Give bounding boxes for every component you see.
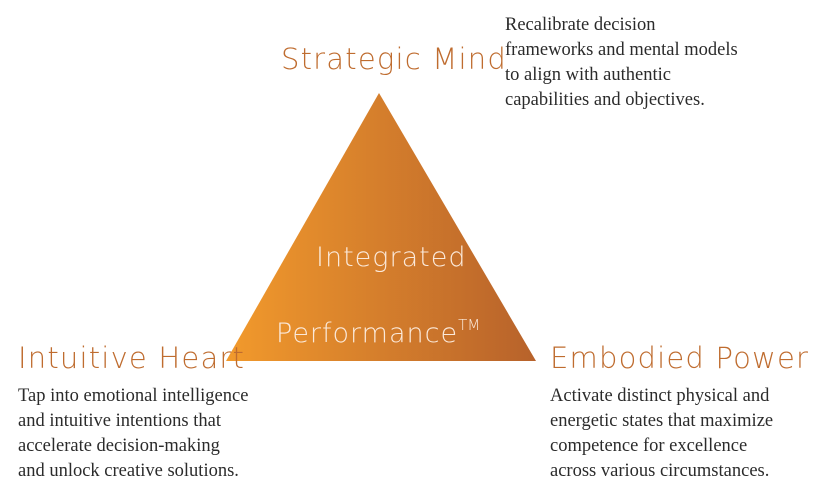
triangle-label-integrated: Integrated	[316, 242, 467, 273]
description-line: energetic states that maximize	[550, 411, 774, 431]
integrated-performance-triangle	[226, 93, 536, 361]
description-line: and intuitive intentions that	[18, 411, 221, 431]
description-line: and unlock creative solutions.	[18, 461, 239, 481]
trademark-mark: TM	[458, 316, 481, 334]
description-line: frameworks and mental models	[505, 40, 738, 60]
description-line: to align with authentic	[505, 65, 671, 85]
heading-strategic-mind: Strategic Mind	[281, 42, 507, 76]
description-line: accelerate decision-making	[18, 436, 220, 456]
description-line: capabilities and objectives.	[505, 90, 705, 110]
description-embodied-power: Activate distinct physical and energetic…	[550, 384, 773, 484]
description-strategic-mind: Recalibrate decision frameworks and ment…	[505, 13, 738, 113]
description-line: Activate distinct physical and	[550, 386, 770, 406]
heading-intuitive-heart: Intuitive Heart	[18, 341, 246, 375]
triangle-label-performance-text: Performance	[276, 318, 459, 349]
description-line: Recalibrate decision	[505, 15, 656, 35]
triangle-shape	[226, 93, 536, 361]
heading-embodied-power: Embodied Power	[550, 341, 810, 375]
description-line: competence for excellence	[550, 436, 748, 456]
triangle-label-performance: PerformanceTM	[276, 316, 481, 349]
description-intuitive-heart: Tap into emotional intelligence and intu…	[18, 384, 248, 484]
description-line: across various circumstances.	[550, 461, 770, 481]
description-line: Tap into emotional intelligence	[18, 386, 249, 406]
